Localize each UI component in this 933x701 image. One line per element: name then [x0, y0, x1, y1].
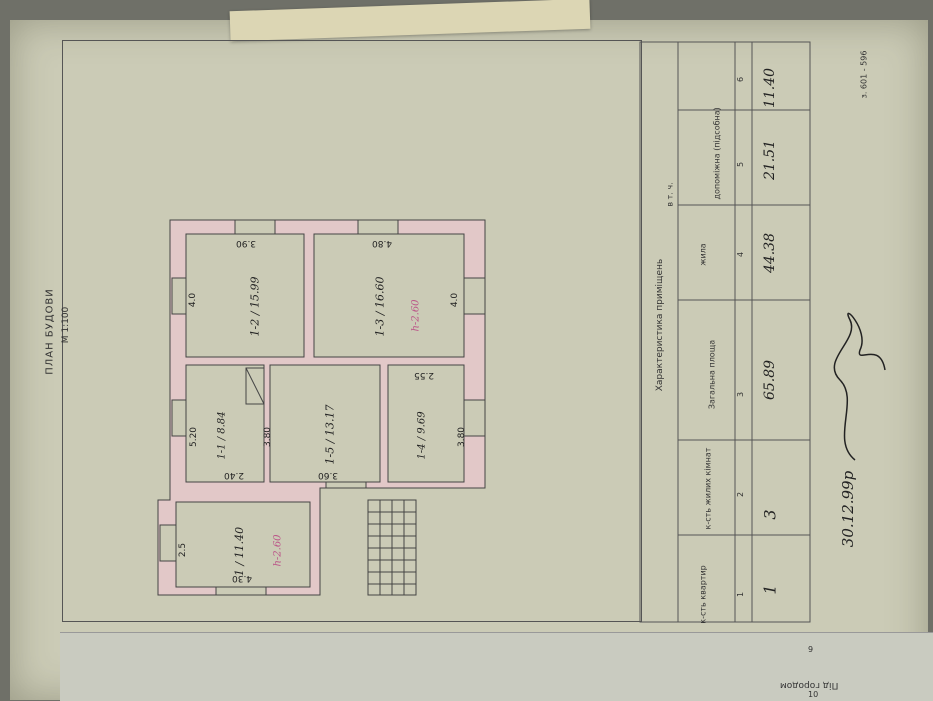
lower-sheet — [60, 632, 933, 701]
col-num-3: 3 — [736, 391, 746, 398]
dim-1-2-height: 4.0 — [188, 292, 199, 308]
dim-1-3-height: 4.0 — [450, 292, 461, 308]
col-num-6: 6 — [736, 76, 746, 83]
room-1-2-label: 1-2 / 15.99 — [248, 276, 262, 337]
dim-extra-5-20: 5.20 — [189, 426, 200, 448]
room-1-1-label: 1-1 / 8.84 — [216, 411, 228, 460]
code-stamp: з. 601 - 596 — [859, 50, 869, 99]
val-apartments: 1 — [760, 584, 780, 595]
bottom-label: Під городом — [780, 680, 839, 690]
dim-1-width: 4.30 — [232, 573, 253, 583]
dim-1-1-width: 2.40 — [224, 470, 245, 480]
room-1-5-label: 1-5 / 13.17 — [323, 404, 337, 465]
signature-date: 30.12.99р — [839, 470, 858, 548]
room-1 — [175, 501, 311, 588]
room-1-3-label: 1-3 / 16.60 — [373, 276, 387, 337]
val-living: 44.38 — [762, 232, 779, 274]
th-total-area: Загальна площа — [707, 339, 717, 410]
dim-1-1-height: 3.80 — [263, 426, 274, 448]
room-1-2 — [185, 233, 305, 358]
plan-frame — [62, 40, 642, 622]
th-living: жила — [698, 243, 708, 266]
room-1-3-note: h-2.60 — [410, 299, 422, 332]
dim-1-3-width: 4.80 — [372, 238, 393, 248]
room-1-3 — [313, 233, 465, 358]
room-1-5 — [269, 364, 381, 483]
col-num-1: 1 — [736, 591, 746, 598]
th-auxiliary: допоміжна (підсобна) — [712, 107, 722, 200]
dim-1-4-width: 2.55 — [414, 370, 435, 380]
num-9: 9 — [808, 645, 814, 654]
room-1-4 — [387, 364, 465, 483]
dim-1-4-height: 3.80 — [457, 426, 468, 448]
col-num-2: 2 — [736, 491, 746, 498]
dim-extra-2-5: 2.5 — [178, 542, 189, 558]
num-10: 10 — [808, 690, 819, 699]
room-1-label: 1 / 11.40 — [233, 526, 247, 577]
col-num-5: 5 — [736, 161, 746, 168]
col-num-4: 4 — [736, 251, 746, 258]
th-sub: в т. ч. — [665, 182, 675, 207]
val-auxiliary: 21.51 — [762, 139, 779, 181]
dim-1-5-width: 3.60 — [318, 470, 339, 480]
val-col6: 11.40 — [762, 67, 779, 109]
th-rooms: к-сть жилих кімнат — [703, 447, 713, 530]
val-rooms: 3 — [760, 509, 780, 520]
room-1-4-label: 1-4 / 9.69 — [416, 411, 428, 460]
th-apartments: к-сть квартир — [698, 565, 708, 624]
dim-1-2-width: 3.90 — [236, 238, 257, 248]
room-1-note: h-2.60 — [272, 534, 284, 567]
val-total-area: 65.89 — [762, 359, 779, 401]
room-1-1 — [185, 364, 265, 483]
